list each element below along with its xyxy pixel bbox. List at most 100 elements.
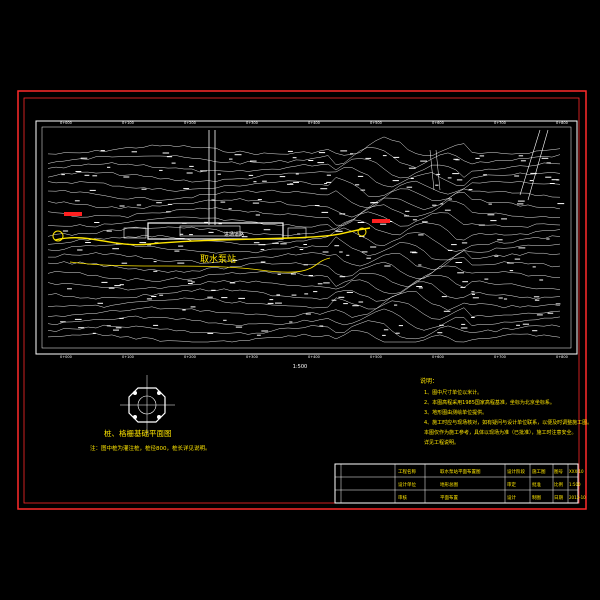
elevation-mark <box>256 334 261 336</box>
elevation-mark <box>529 180 534 182</box>
station-label: 0+200 <box>184 121 196 125</box>
elevation-mark <box>207 296 213 298</box>
elevation-mark <box>517 200 525 202</box>
elevation-mark <box>166 156 173 158</box>
elevation-mark <box>272 242 279 244</box>
elevation-mark <box>532 330 538 332</box>
elevation-mark <box>503 298 508 300</box>
right-road <box>519 129 549 201</box>
elevation-mark <box>108 287 115 289</box>
elevation-mark <box>546 162 551 164</box>
elevation-mark <box>114 285 121 287</box>
elevation-mark <box>522 323 529 325</box>
elevation-mark <box>263 229 271 231</box>
elevation-mark <box>257 199 262 201</box>
elevation-mark <box>355 184 360 186</box>
elevation-mark <box>119 284 124 286</box>
elevation-mark <box>471 317 475 318</box>
elevation-mark <box>269 299 274 301</box>
contour-line <box>47 191 561 218</box>
elevation-mark <box>406 186 413 188</box>
elevation-mark <box>241 236 248 238</box>
elevation-mark <box>295 173 299 175</box>
elevation-mark <box>382 155 387 157</box>
detail-note: 注：图中桩为灌注桩，桩径800，桩长详见说明。 <box>90 444 211 452</box>
elevation-mark <box>394 304 398 306</box>
station-label: 0+800 <box>556 121 568 125</box>
elevation-mark <box>139 242 147 244</box>
elevation-mark <box>250 160 257 162</box>
outer-frame <box>17 90 587 510</box>
elevation-mark <box>167 203 173 205</box>
elevation-mark <box>518 247 526 249</box>
building-core <box>179 225 241 237</box>
elevation-mark <box>204 221 208 223</box>
tb-value: XXX-10 <box>569 469 584 474</box>
elevation-mark <box>339 213 346 215</box>
detail-title: 桩、格栅基础平面图 <box>104 428 172 438</box>
node-right <box>357 227 367 237</box>
elevation-mark <box>190 306 196 308</box>
elevation-mark <box>322 251 329 253</box>
elevation-mark <box>131 151 137 153</box>
elevation-mark <box>151 296 157 297</box>
elevation-mark <box>418 287 423 289</box>
note-line: 1、图中尺寸单位以米计。 <box>424 389 482 396</box>
elevation-mark <box>207 332 214 334</box>
elevation-mark <box>471 293 475 295</box>
elevation-mark <box>80 157 88 159</box>
elevation-mark <box>221 297 228 299</box>
elevation-mark <box>252 202 260 204</box>
elevation-mark <box>334 245 340 247</box>
elevation-mark <box>189 165 194 167</box>
elevation-mark <box>100 150 105 152</box>
elevation-mark <box>483 174 487 176</box>
elevation-mark <box>331 299 337 301</box>
elevation-mark <box>92 175 98 177</box>
elevation-mark <box>443 310 451 312</box>
elevation-mark <box>162 152 170 154</box>
elevation-mark <box>498 297 503 299</box>
elevation-mark <box>338 296 345 298</box>
elevation-mark <box>384 265 391 267</box>
elevation-mark <box>326 174 331 176</box>
road-label: 进场道路 <box>224 231 244 238</box>
elevation-mark <box>357 175 364 177</box>
elevation-mark <box>171 162 176 164</box>
elevation-mark <box>174 250 180 252</box>
elevation-mark <box>335 230 343 232</box>
elevation-mark <box>418 264 422 266</box>
elevation-mark <box>77 249 83 251</box>
elevation-mark <box>75 171 82 172</box>
elevation-mark <box>514 258 521 260</box>
building-label: 取水泵站 <box>200 253 236 265</box>
elevation-mark <box>141 188 147 190</box>
elevation-mark <box>153 270 158 272</box>
tb-label: 工程名称 <box>398 468 416 475</box>
elevation-mark <box>461 242 468 244</box>
plan-frame-inner <box>41 126 572 349</box>
tb-sub2: 平面布置 <box>440 494 458 501</box>
contour-line <box>47 300 561 320</box>
contour-line <box>47 291 561 311</box>
elevation-mark <box>518 155 524 157</box>
elevation-mark <box>418 234 424 236</box>
elevation-mark <box>305 313 311 315</box>
elevation-mark <box>520 160 526 162</box>
elevation-mark <box>191 281 195 283</box>
elevation-mark <box>514 175 520 177</box>
tb-label: 设计 <box>507 494 516 501</box>
elevation-mark <box>361 251 368 253</box>
contour-line <box>47 236 561 261</box>
elevation-mark <box>468 189 473 191</box>
elevation-mark <box>440 203 444 205</box>
marker-right <box>372 219 390 223</box>
contour-line <box>47 200 561 226</box>
elevation-mark <box>490 220 497 222</box>
vertical-road <box>208 130 216 225</box>
plan-caption: 1:500 <box>293 364 307 370</box>
elevation-mark <box>517 203 524 205</box>
elevation-mark <box>119 317 124 319</box>
elevation-mark <box>432 204 437 206</box>
